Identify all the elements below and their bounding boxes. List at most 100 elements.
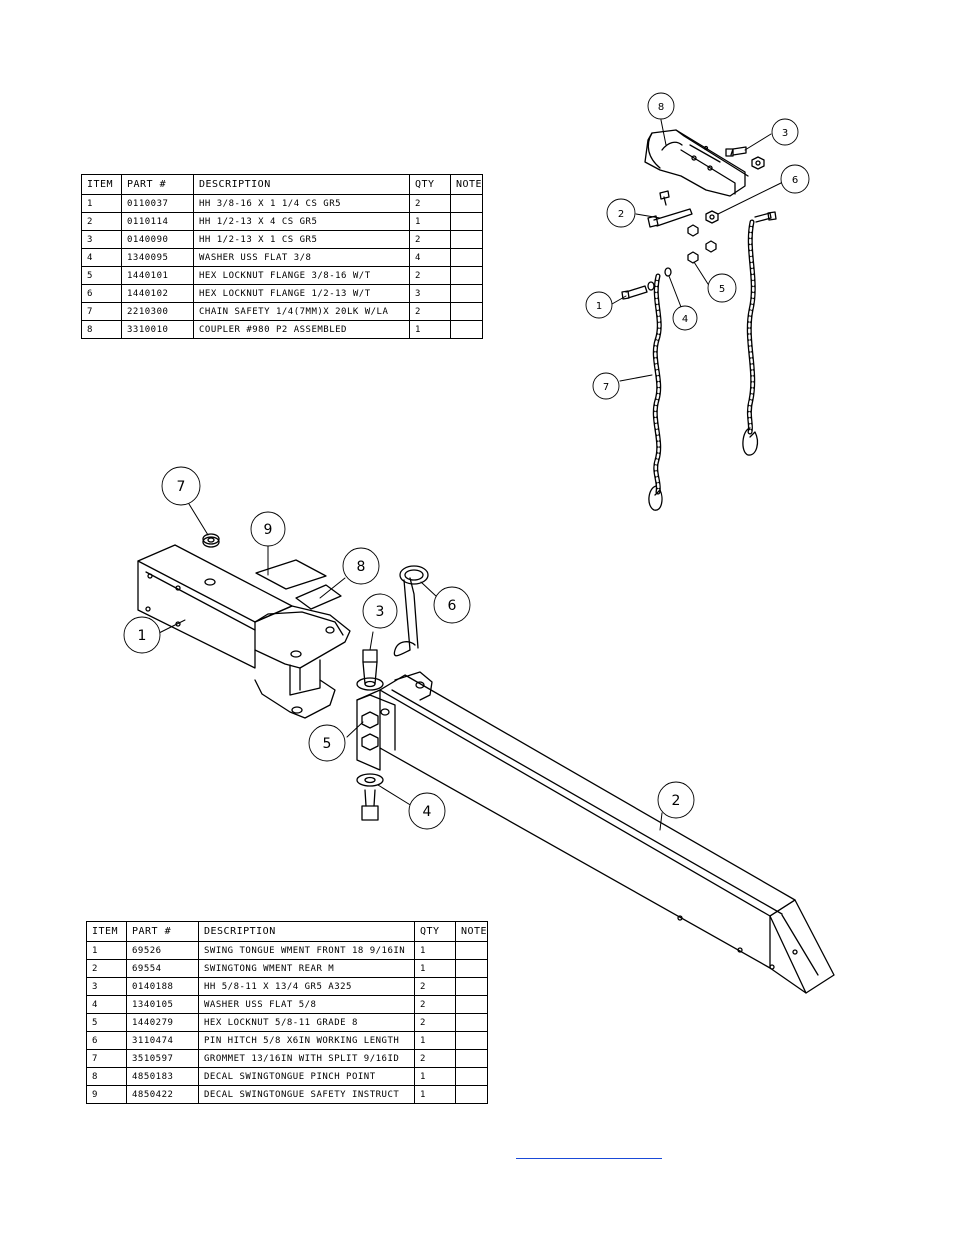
cell-part: 69526 xyxy=(126,941,199,960)
cell-item: 6 xyxy=(86,1031,127,1050)
callout-4-label: 4 xyxy=(682,314,688,325)
callout-3-label: 3 xyxy=(782,128,788,139)
cell-description: DECAL SWINGTONGUE SAFETY INSTRUCT xyxy=(198,1085,415,1104)
cell-part: 1340095 xyxy=(121,248,194,267)
cell-note xyxy=(455,977,488,996)
callout-4-circle xyxy=(672,305,698,331)
table-header-row: ITEM PART # DESCRIPTION QTY NOTE xyxy=(81,174,483,195)
callout-5-circle xyxy=(308,724,346,762)
callout-2-circle xyxy=(657,781,695,819)
cell-note xyxy=(450,320,483,339)
cell-qty: 1 xyxy=(414,959,456,978)
cell-item: 6 xyxy=(81,284,122,303)
callout-2-circle xyxy=(606,198,636,228)
cell-part: 3310010 xyxy=(121,320,194,339)
cell-item: 3 xyxy=(81,230,122,249)
cell-qty: 2 xyxy=(414,1013,456,1032)
cell-note xyxy=(455,995,488,1014)
callout-7-circle xyxy=(592,372,620,400)
cell-description: GROMMET 13/16IN WITH SPLIT 9/16ID xyxy=(198,1049,415,1068)
cell-item: 9 xyxy=(86,1085,127,1104)
cell-part: 1340105 xyxy=(126,995,199,1014)
cell-note xyxy=(455,941,488,960)
cell-description: HH 5/8-11 X 13/4 GR5 A325 xyxy=(198,977,415,996)
cell-item: 2 xyxy=(86,959,127,978)
cell-description: HH 1/2-13 X 1 CS GR5 xyxy=(193,230,410,249)
cell-qty: 4 xyxy=(409,248,451,267)
column-header-qty: QTY xyxy=(409,174,451,195)
cell-item: 5 xyxy=(86,1013,127,1032)
cell-qty: 1 xyxy=(414,1067,456,1086)
cell-part: 1440279 xyxy=(126,1013,199,1032)
callout-1-circle xyxy=(123,616,161,654)
cell-part: 4850422 xyxy=(126,1085,199,1104)
cell-part: 69554 xyxy=(126,959,199,978)
cell-item: 2 xyxy=(81,212,122,231)
cell-description: WASHER USS FLAT 3/8 xyxy=(193,248,410,267)
cell-note xyxy=(450,194,483,213)
callout-6-circle xyxy=(433,586,471,624)
cell-qty: 2 xyxy=(409,266,451,285)
callout-leaders xyxy=(158,119,782,831)
cell-item: 7 xyxy=(81,302,122,321)
callout-5-label: 5 xyxy=(323,736,332,752)
cell-part: 3110474 xyxy=(126,1031,199,1050)
cell-note xyxy=(455,1067,488,1086)
table-header-row: ITEM PART # DESCRIPTION QTY NOTE xyxy=(86,921,488,942)
callout-9-circle xyxy=(250,511,286,547)
cell-qty: 1 xyxy=(414,1085,456,1104)
cell-description: PIN HITCH 5/8 X6IN WORKING LENGTH xyxy=(198,1031,415,1050)
cell-part: 2210300 xyxy=(121,302,194,321)
callout-9-label: 9 xyxy=(264,522,273,538)
callout-2-label: 2 xyxy=(672,793,681,809)
cell-item: 4 xyxy=(86,995,127,1014)
callout-6-label: 6 xyxy=(448,598,457,614)
cell-qty: 1 xyxy=(409,212,451,231)
cell-part: 0140188 xyxy=(126,977,199,996)
cell-description: CHAIN SAFETY 1/4(7MM)X 20LK W/LA xyxy=(193,302,410,321)
cell-note xyxy=(450,284,483,303)
cell-item: 3 xyxy=(86,977,127,996)
cell-description: SWING TONGUE WMENT FRONT 18 9/16IN xyxy=(198,941,415,960)
callout-5-circle xyxy=(707,273,737,303)
cell-note xyxy=(455,1085,488,1104)
callout-4-label: 4 xyxy=(423,804,432,820)
callout-8-label: 8 xyxy=(357,559,366,575)
tongue-callouts xyxy=(123,466,695,830)
cell-note xyxy=(450,212,483,231)
callout-3-circle xyxy=(362,593,398,629)
cell-note xyxy=(455,1013,488,1032)
callout-1-label: 1 xyxy=(138,628,147,644)
column-header-description: DESCRIPTION xyxy=(198,921,415,942)
cell-qty: 3 xyxy=(409,284,451,303)
coupler-assembly xyxy=(621,129,777,511)
callout-7-label: 7 xyxy=(603,382,609,393)
cell-item: 1 xyxy=(86,941,127,960)
callout-2-label: 2 xyxy=(618,209,624,220)
column-header-description: DESCRIPTION xyxy=(193,174,410,195)
callout-8-circle xyxy=(342,547,380,585)
cell-item: 8 xyxy=(86,1067,127,1086)
link-underline[interactable] xyxy=(516,1158,662,1159)
callout-6-circle xyxy=(780,164,810,194)
cell-qty: 2 xyxy=(414,995,456,1014)
column-header-item: ITEM xyxy=(81,174,122,195)
cell-description: DECAL SWINGTONGUE PINCH POINT xyxy=(198,1067,415,1086)
cell-part: 1440101 xyxy=(121,266,194,285)
cell-note xyxy=(455,1031,488,1050)
column-header-item: ITEM xyxy=(86,921,127,942)
callout-7-circle xyxy=(161,466,201,506)
